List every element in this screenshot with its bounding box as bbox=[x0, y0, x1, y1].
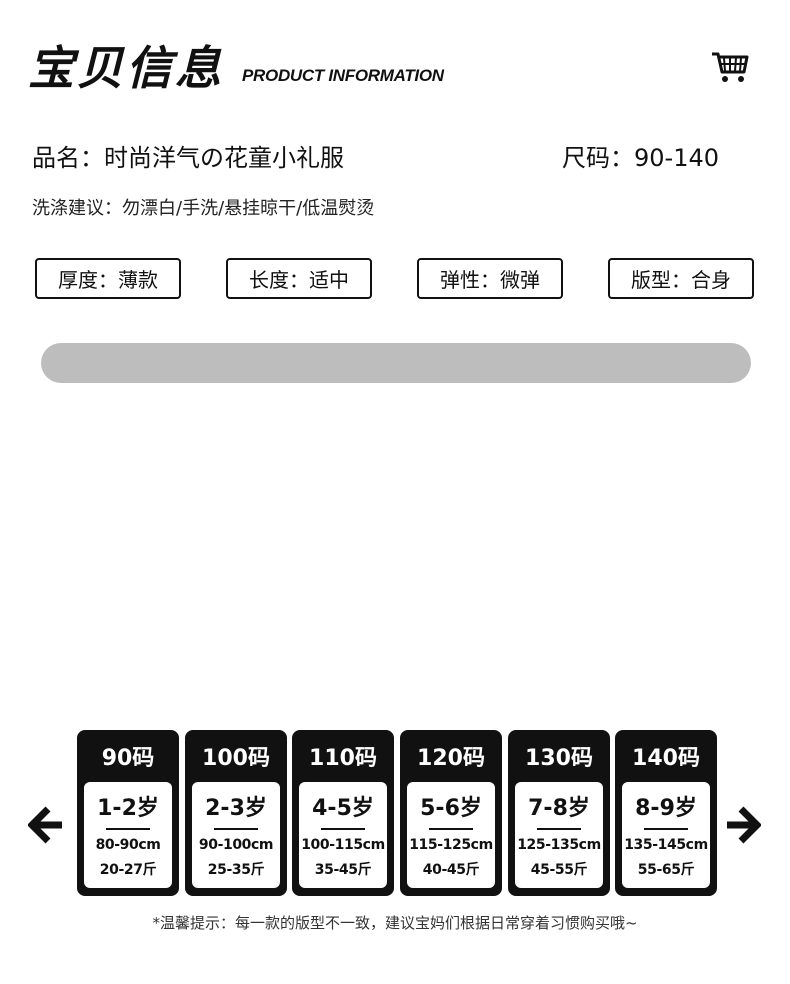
size-card-body: 7-8岁 125-135cm 45-55斤 bbox=[515, 782, 603, 888]
size-card-body: 4-5岁 100-115cm 35-45斤 bbox=[299, 782, 387, 888]
size-tip: *温馨提示：每一款的版型不一致，建议宝妈们根据日常穿着习惯购买哦~ bbox=[152, 914, 638, 932]
tag-elasticity: 弹性：微弹 bbox=[417, 258, 563, 299]
divider bbox=[106, 828, 150, 830]
arrow-left-icon[interactable] bbox=[28, 803, 64, 847]
shopping-cart-icon[interactable] bbox=[710, 46, 750, 86]
product-info-row: 品名：时尚洋气の花童小礼服 尺码：90-140 bbox=[32, 138, 752, 172]
age-range: 4-5岁 bbox=[312, 796, 374, 821]
page-title: 宝贝信息 bbox=[28, 41, 224, 95]
age-range: 7-8岁 bbox=[528, 796, 590, 821]
age-range: 8-9岁 bbox=[635, 796, 697, 821]
size-label: 90码 bbox=[101, 746, 155, 771]
size-card-130: 130码 7-8岁 125-135cm 45-55斤 bbox=[508, 730, 610, 896]
size-card-body: 1-2岁 80-90cm 20-27斤 bbox=[84, 782, 172, 888]
height-range: 115-125cm bbox=[409, 837, 493, 853]
tag-length: 长度：适中 bbox=[226, 258, 372, 299]
divider bbox=[644, 828, 688, 830]
size-label: 110码 bbox=[309, 746, 377, 771]
tag-thickness: 厚度：薄款 bbox=[35, 258, 181, 299]
size-card-body: 8-9岁 135-145cm 55-65斤 bbox=[622, 782, 710, 888]
arrow-right-icon[interactable] bbox=[725, 803, 761, 847]
divider bbox=[214, 828, 258, 830]
size-card-body: 5-6岁 115-125cm 40-45斤 bbox=[407, 782, 495, 888]
age-range: 5-6岁 bbox=[420, 796, 482, 821]
age-range: 1-2岁 bbox=[97, 796, 159, 821]
weight-range: 45-55斤 bbox=[530, 862, 588, 878]
size-card-100: 100码 2-3岁 90-100cm 25-35斤 bbox=[185, 730, 287, 896]
size-card-90: 90码 1-2岁 80-90cm 20-27斤 bbox=[77, 730, 179, 896]
size-card-120: 120码 5-6岁 115-125cm 40-45斤 bbox=[400, 730, 502, 896]
size-chart: 90码 1-2岁 80-90cm 20-27斤 100码 2-3岁 90-100… bbox=[28, 730, 764, 898]
tag-fit: 版型：合身 bbox=[608, 258, 754, 299]
attribute-tags: 厚度：薄款 长度：适中 弹性：微弹 版型：合身 bbox=[35, 258, 759, 304]
size-range: 尺码：90-140 bbox=[562, 144, 720, 172]
care-instructions: 洗涤建议：勿漂白/手洗/悬挂晾干/低温熨烫 bbox=[32, 198, 375, 219]
divider bbox=[321, 828, 365, 830]
size-card-110: 110码 4-5岁 100-115cm 35-45斤 bbox=[292, 730, 394, 896]
size-label: 140码 bbox=[632, 746, 700, 771]
divider bbox=[537, 828, 581, 830]
product-name: 品名：时尚洋气の花童小礼服 bbox=[32, 144, 344, 172]
size-card-body: 2-3岁 90-100cm 25-35斤 bbox=[192, 782, 280, 888]
weight-range: 55-65斤 bbox=[637, 862, 695, 878]
size-label: 130码 bbox=[525, 746, 593, 771]
page-header: 宝贝信息 PRODUCT INFORMATION bbox=[28, 30, 768, 95]
age-range: 2-3岁 bbox=[205, 796, 267, 821]
scale-bar bbox=[41, 343, 751, 383]
page-subtitle: PRODUCT INFORMATION bbox=[242, 66, 444, 85]
size-card-140: 140码 8-9岁 135-145cm 55-65斤 bbox=[615, 730, 717, 896]
size-label: 100码 bbox=[202, 746, 270, 771]
height-range: 90-100cm bbox=[198, 837, 274, 853]
height-range: 125-135cm bbox=[517, 837, 601, 853]
divider bbox=[429, 828, 473, 830]
height-range: 80-90cm bbox=[95, 837, 161, 853]
weight-range: 35-45斤 bbox=[314, 862, 372, 878]
height-range: 100-115cm bbox=[301, 837, 385, 853]
height-range: 135-145cm bbox=[624, 837, 708, 853]
weight-range: 40-45斤 bbox=[422, 862, 480, 878]
weight-range: 20-27斤 bbox=[99, 862, 157, 878]
weight-range: 25-35斤 bbox=[207, 862, 265, 878]
size-label: 120码 bbox=[417, 746, 485, 771]
